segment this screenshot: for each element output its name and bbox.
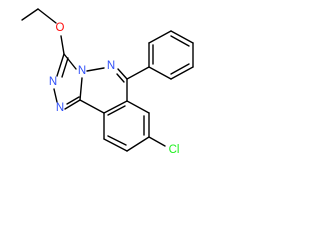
bond-phenyl-6-1 xyxy=(148,66,172,80)
bond-c6-phenyl xyxy=(126,66,150,80)
atom-label-n-triazole-2: N xyxy=(56,102,64,114)
atom-label-chlorine: Cl xyxy=(169,144,180,156)
bond-c3-n2-double xyxy=(61,57,69,78)
bond-phenyl-3-4 xyxy=(170,30,194,44)
bond-ethyl-ch3-ch2 xyxy=(21,8,39,21)
atom-label-n-ring: N xyxy=(107,60,115,72)
bond-n4-n5 xyxy=(86,67,105,72)
bond-phenyl-5-6 xyxy=(170,66,194,80)
bond-n1-c10b-double xyxy=(66,96,80,105)
bond-c6a-c10a xyxy=(103,100,128,114)
bond-n5-c6-double xyxy=(116,73,125,83)
atom-label-n-triazole-1: N xyxy=(49,76,57,88)
bond-c10a-c6a-double xyxy=(107,105,126,116)
bond-c9-c10-double xyxy=(107,135,127,146)
bond-phenyl-5-6-double xyxy=(170,63,190,75)
bond-c3-n4 xyxy=(63,53,77,70)
bond-phenyl-2-3 xyxy=(148,30,172,44)
bond-c8-c9 xyxy=(126,136,150,152)
bond-phenyl-3-4-double xyxy=(170,35,190,47)
bond-c3-n2 xyxy=(56,53,65,77)
bond-n5-c6 xyxy=(117,68,128,80)
bond-c10a-c10b xyxy=(79,99,105,114)
bond-c8-cl xyxy=(148,136,166,147)
bond-o-c3 xyxy=(60,35,65,55)
atom-label-oxygen: O xyxy=(56,22,65,34)
bond-ethyl-ch2-o xyxy=(37,8,57,24)
molecule-structure: O N N N N Cl xyxy=(21,8,194,156)
atom-label-n-bridge: N xyxy=(78,65,86,77)
bond-n1-c10b xyxy=(64,99,81,110)
bond-c10b-n4 xyxy=(79,77,83,101)
bond-c9-c10 xyxy=(103,138,128,152)
bond-n2-n1 xyxy=(53,88,58,103)
bond-c6a-c7 xyxy=(126,100,150,114)
